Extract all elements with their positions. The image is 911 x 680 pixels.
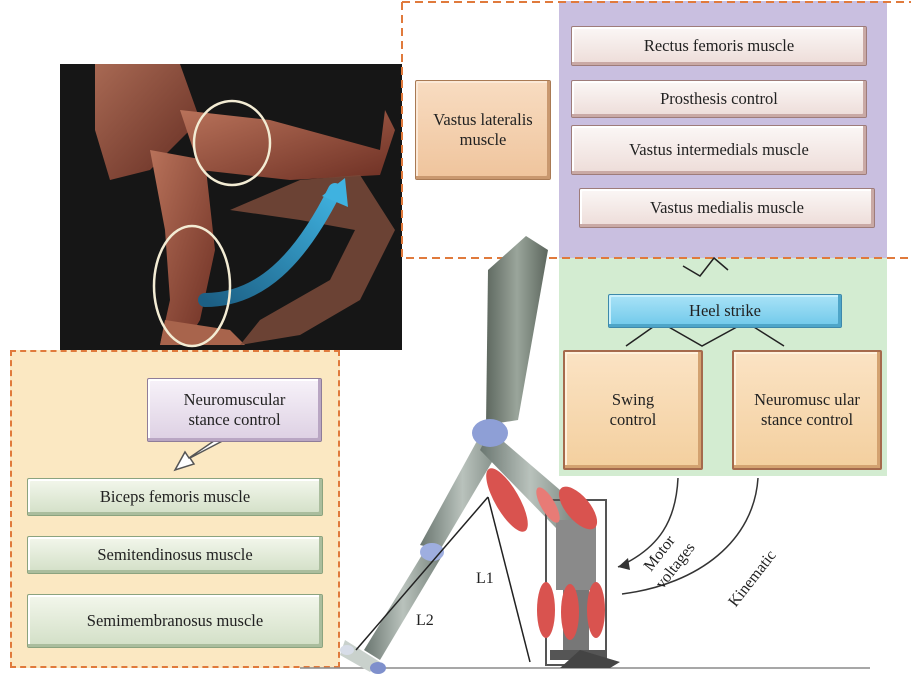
biceps-femoris-box: Biceps femoris muscle (27, 478, 323, 516)
biceps-femoris-label: Biceps femoris muscle (100, 487, 250, 507)
vastus-intermedials-box: Vastus intermedials muscle (571, 125, 867, 175)
heel-strike-box: Heel strike (608, 294, 842, 328)
prosthesis-control-label: Prosthesis control (660, 89, 778, 109)
vastus-medialis-label: Vastus medialis muscle (650, 198, 804, 218)
neuromuscular-stance-control-label-right: Neuromusc ular stance control (753, 390, 861, 430)
semimembranosus-label: Semimembranosus muscle (75, 611, 275, 631)
vastus-medialis-box: Vastus medialis muscle (579, 188, 875, 228)
semitendinosus-box: Semitendinosus muscle (27, 536, 323, 574)
vastus-intermedials-label: Vastus intermedials muscle (619, 140, 819, 160)
neuromuscular-stance-control-box-left: Neuromuscular stance control (147, 378, 322, 442)
anatomy-photo (60, 64, 402, 350)
l2-label: L2 (416, 612, 434, 630)
swing-control-box: Swing control (563, 350, 703, 470)
neuromuscular-stance-control-box-right: Neuromusc ular stance control (732, 350, 882, 470)
neuromuscular-stance-control-label-left: Neuromuscular stance control (165, 390, 305, 430)
vastus-lateralis-box: Vastus lateralis muscle (415, 80, 551, 180)
vastus-lateralis-label: Vastus lateralis muscle (433, 110, 533, 150)
rectus-femoris-box: Rectus femoris muscle (571, 26, 867, 66)
prosthesis-control-box: Prosthesis control (571, 80, 867, 118)
swing-control-label: Swing control (598, 390, 668, 430)
heel-strike-label: Heel strike (689, 301, 761, 321)
semitendinosus-label: Semitendinosus muscle (97, 545, 252, 565)
semimembranosus-box: Semimembranosus muscle (27, 594, 323, 648)
rectus-femoris-label: Rectus femoris muscle (644, 36, 794, 56)
l1-label: L1 (476, 570, 494, 588)
